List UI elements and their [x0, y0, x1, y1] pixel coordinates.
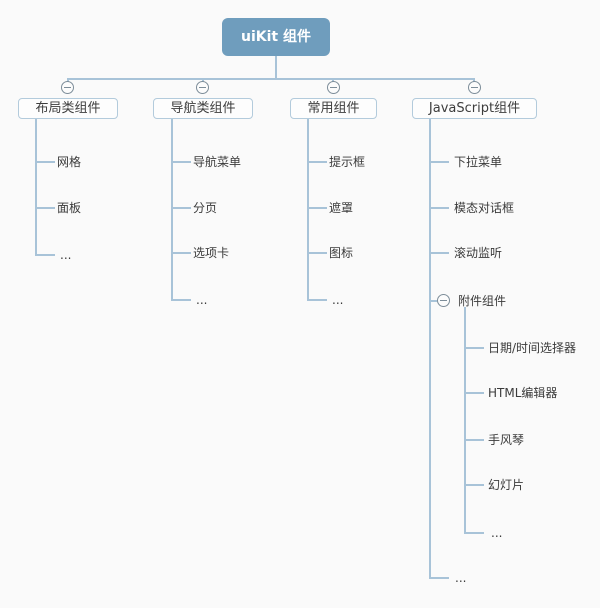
leaf-node[interactable]: 附件组件	[458, 294, 507, 308]
collapse-icon[interactable]	[468, 81, 481, 94]
leaf-node[interactable]: ...	[196, 293, 208, 307]
connector-line	[171, 119, 173, 301]
connector-line	[35, 119, 37, 256]
connector-line	[171, 252, 191, 254]
connector-line	[332, 78, 334, 82]
leaf-node[interactable]: 图标	[329, 246, 354, 260]
connector-line	[464, 484, 484, 486]
leaf-node[interactable]: 选项卡	[193, 246, 230, 260]
connector-line	[307, 161, 327, 163]
leaf-node[interactable]: 分页	[193, 201, 218, 215]
leaf-node[interactable]: HTML编辑器	[488, 386, 558, 400]
leaf-node[interactable]: ...	[60, 248, 72, 262]
connector-line	[464, 439, 484, 441]
leaf-node[interactable]: 网格	[57, 155, 82, 169]
connector-line	[429, 119, 431, 579]
connector-line	[275, 56, 277, 78]
connector-line	[464, 532, 484, 534]
connector-line	[35, 254, 55, 256]
connector-line	[464, 392, 484, 394]
connector-line	[429, 161, 449, 163]
leaf-node[interactable]: 手风琴	[488, 433, 525, 447]
connector-line	[35, 207, 55, 209]
branch-node-navigation[interactable]: 导航类组件	[153, 98, 253, 119]
leaf-node[interactable]: 日期/时间选择器	[488, 341, 577, 355]
connector-line	[307, 252, 327, 254]
leaf-node[interactable]: 滚动监听	[454, 246, 503, 260]
leaf-node[interactable]: 遮罩	[329, 201, 354, 215]
leaf-node[interactable]: ...	[332, 293, 344, 307]
connector-line	[67, 78, 475, 80]
connector-line	[429, 577, 449, 579]
collapse-icon[interactable]	[196, 81, 209, 94]
root-node-uikit[interactable]: uiKit 组件	[222, 18, 330, 56]
connector-line	[429, 252, 449, 254]
connector-line	[171, 299, 191, 301]
connector-line	[429, 300, 437, 302]
leaf-node[interactable]: ...	[455, 571, 467, 585]
leaf-node[interactable]: 幻灯片	[488, 478, 525, 492]
connector-line	[473, 78, 475, 82]
connector-line	[307, 119, 309, 301]
connector-line	[171, 207, 191, 209]
connector-line	[429, 207, 449, 209]
leaf-node[interactable]: 下拉菜单	[454, 155, 503, 169]
branch-node-layout[interactable]: 布局类组件	[18, 98, 118, 119]
leaf-node[interactable]: 面板	[57, 201, 82, 215]
branch-node-common[interactable]: 常用组件	[290, 98, 377, 119]
leaf-node[interactable]: ...	[491, 526, 503, 540]
connector-line	[35, 161, 55, 163]
connector-line	[464, 347, 484, 349]
collapse-icon[interactable]	[437, 294, 450, 307]
leaf-node[interactable]: 提示框	[329, 155, 366, 169]
connector-line	[307, 207, 327, 209]
branch-node-javascript[interactable]: JavaScript组件	[412, 98, 537, 119]
leaf-node[interactable]: 导航菜单	[193, 155, 242, 169]
connector-line	[464, 307, 466, 534]
leaf-node[interactable]: 模态对话框	[454, 201, 515, 215]
connector-line	[202, 78, 204, 82]
connector-line	[67, 78, 69, 82]
connector-line	[171, 161, 191, 163]
connector-line	[307, 299, 327, 301]
collapse-icon[interactable]	[61, 81, 74, 94]
collapse-icon[interactable]	[327, 81, 340, 94]
